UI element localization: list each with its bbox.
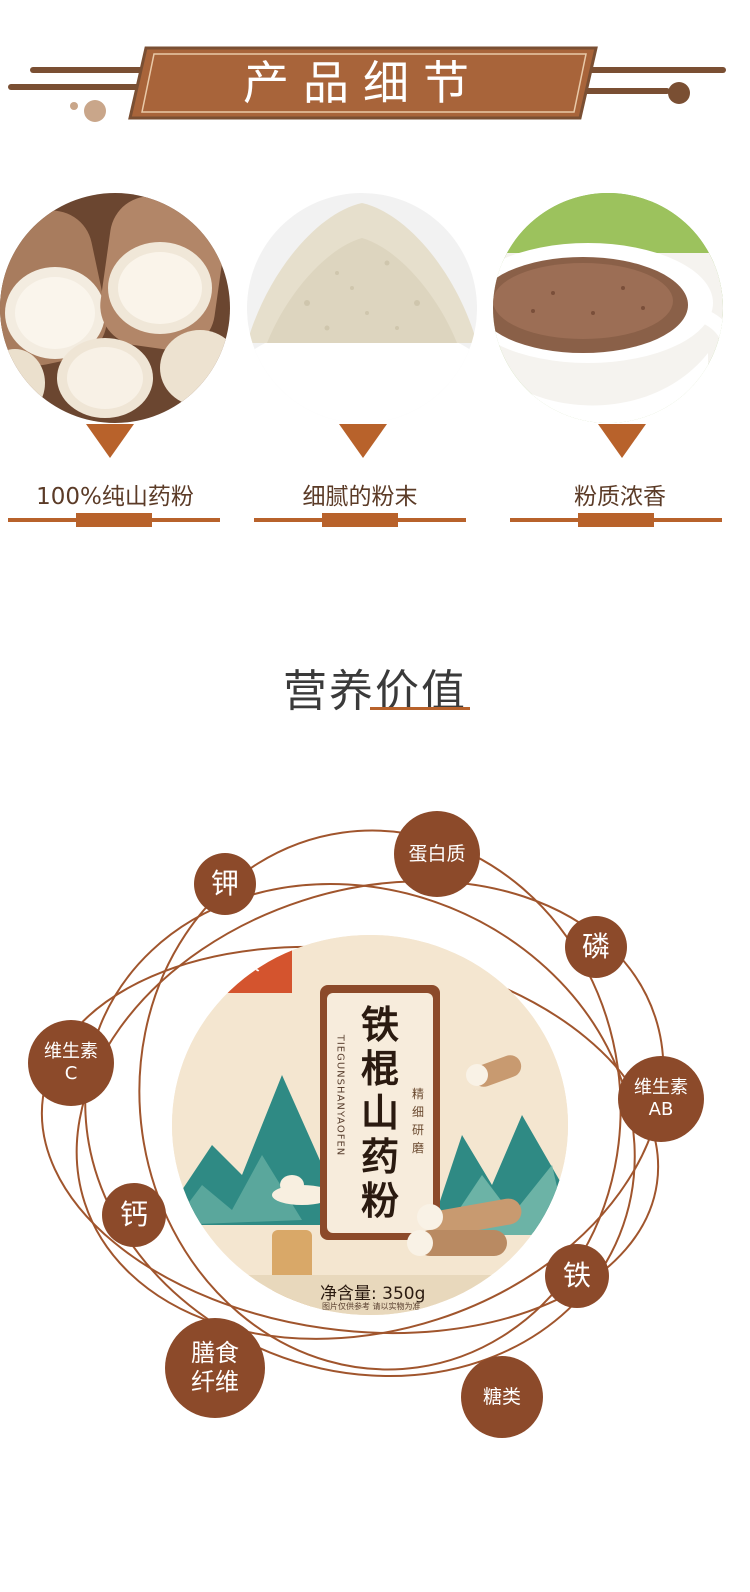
package-name-char: 药 [360, 1134, 399, 1179]
package-product-name: 铁 棍 山 药 粉 [350, 1003, 410, 1223]
section-title: 产品细节 [243, 56, 483, 110]
nutrition-title-underline [370, 707, 470, 710]
banner-dot-small [70, 102, 78, 110]
caption-1: 100%纯山药粉 [36, 484, 194, 510]
caption-3-block [578, 513, 654, 527]
banner-left-line-bottom [8, 84, 188, 90]
nutrient-label: 膳食 纤维 [191, 1339, 239, 1396]
package-tagline-char: 细 [411, 1105, 424, 1119]
yam-root-photo [0, 193, 230, 423]
banner-left-line-top [30, 67, 160, 73]
package-tagline-char: 研 [411, 1123, 424, 1137]
package-net-content: 净含量: 350g [320, 1284, 426, 1304]
banner-right-line-bottom [520, 88, 670, 94]
pointer-2 [339, 424, 387, 458]
drink-cup-photo [493, 193, 723, 423]
package-tagline-char: 磨 [411, 1141, 424, 1155]
package-name-char: 铁 [360, 1002, 399, 1047]
nutrient-label: 钾 [210, 867, 239, 901]
nutrient-phosphorus: 磷 [565, 916, 627, 978]
nutrient-label: 蛋白质 [408, 842, 466, 865]
pointer-3 [598, 424, 646, 458]
nutrient-label: 铁 [562, 1259, 591, 1293]
package-tagline-char: 精 [411, 1087, 424, 1101]
nutrient-iron: 铁 [545, 1244, 609, 1308]
product-package-image: 膳农 铁 棍 山 药 粉 TIEGUNSHANYAOFEN 精 细 研 磨 净含… [172, 935, 568, 1315]
nutrient-vitamin-ab: 维生素 AB [618, 1056, 704, 1142]
caption-1-block [76, 513, 152, 527]
nutrient-label: 钙 [119, 1198, 148, 1232]
package-pinyin: TIEGUNSHANYAOFEN [334, 1034, 346, 1157]
nutrient-dietary-fiber: 膳食 纤维 [165, 1318, 265, 1418]
banner-dot-large [84, 100, 106, 122]
package-name-char: 棍 [360, 1046, 399, 1091]
nutrient-label: 糖类 [482, 1385, 521, 1408]
nutrient-sugars: 糖类 [461, 1356, 543, 1438]
nutrient-protein: 蛋白质 [394, 811, 480, 897]
package-name-char: 山 [360, 1090, 399, 1135]
banner-right-line-top [538, 67, 726, 73]
caption-2: 细腻的粉末 [302, 484, 418, 510]
nutrient-calcium: 钙 [102, 1183, 166, 1247]
powder-photo [247, 193, 477, 423]
nutrient-vitamin-c: 维生素 C [28, 1020, 114, 1106]
nutrient-label: 磷 [581, 930, 610, 964]
banner-dot-right [668, 82, 690, 104]
nutrient-potassium: 钾 [194, 853, 256, 915]
nutrient-label: 维生素 C [44, 1041, 98, 1084]
caption-2-block [322, 513, 398, 527]
caption-3: 粉质浓香 [574, 484, 666, 510]
package-tagline: 精 细 研 磨 [410, 1085, 426, 1157]
pointer-1 [86, 424, 134, 458]
package-disclaimer: 图片仅供参考 请以实物为准 [322, 1302, 421, 1311]
banner-plate [128, 46, 598, 120]
package-name-char: 粉 [360, 1178, 399, 1223]
package-brand: 膳农 [220, 951, 260, 975]
nutrient-label: 维生素 AB [634, 1077, 688, 1120]
